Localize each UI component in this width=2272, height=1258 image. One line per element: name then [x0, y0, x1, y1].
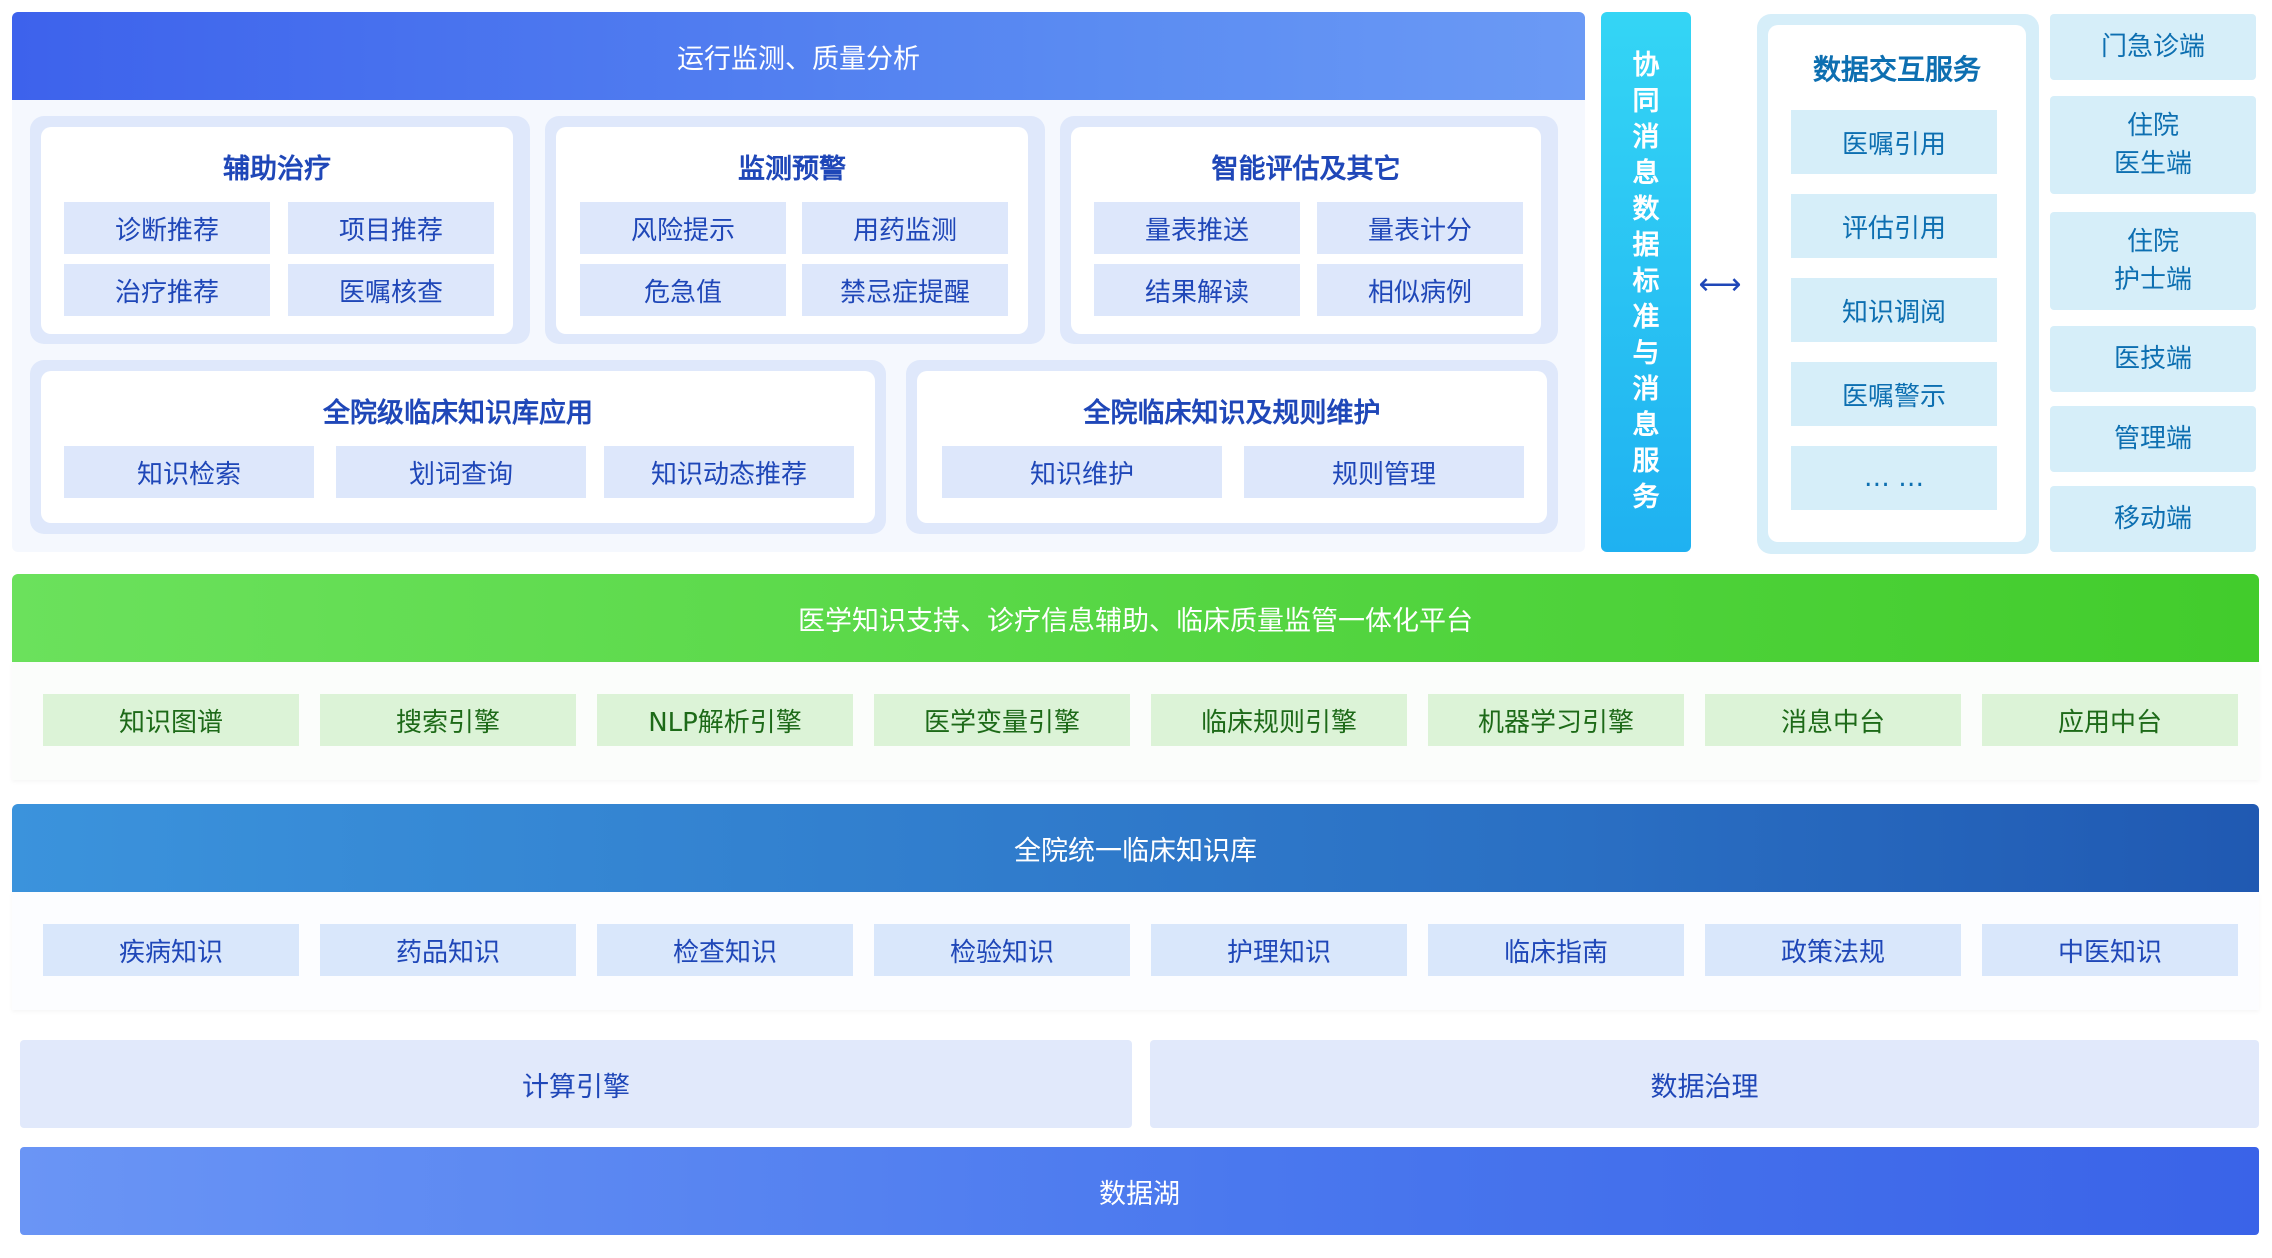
tag-item-recommend[interactable]: 项目推荐	[288, 202, 494, 254]
tag-rule-management[interactable]: 规则管理	[1244, 446, 1524, 498]
tag-medication-monitor[interactable]: 用药监测	[802, 202, 1008, 254]
tag-similar-cases[interactable]: 相似病例	[1317, 264, 1523, 316]
collaboration-message-bar: 协 同 消 息 数 据 标 准 与 消 息 服 务	[1601, 12, 1691, 552]
vbar-char: 与	[1632, 338, 1660, 369]
client-label: 护士端	[2113, 265, 2192, 295]
tag-scale-push[interactable]: 量表推送	[1094, 202, 1300, 254]
client-label: 门急诊端	[2100, 32, 2205, 62]
knowledge-base-header: 全院统一临床知识库	[12, 804, 2259, 892]
tag-assessment-reference[interactable]: 评估引用	[1791, 194, 1997, 258]
data-exchange-title: 数据交互服务	[1812, 53, 1981, 86]
tag-exam-knowledge[interactable]: 检查知识	[597, 924, 853, 976]
tag-rule-engine[interactable]: 临床规则引擎	[1151, 694, 1407, 746]
tag-dynamic-recommend[interactable]: 知识动态推荐	[604, 446, 854, 498]
tag-contraindication-alert[interactable]: 禁忌症提醒	[802, 264, 1008, 316]
tag-order-reference[interactable]: 医嘱引用	[1791, 110, 1997, 174]
tag-word-lookup[interactable]: 划词查询	[336, 446, 586, 498]
tag-knowledge-view[interactable]: 知识调阅	[1791, 278, 1997, 342]
tag-variable-engine[interactable]: 医学变量引擎	[874, 694, 1130, 746]
tag-result-interpretation[interactable]: 结果解读	[1094, 264, 1300, 316]
tag-search-engine[interactable]: 搜索引擎	[320, 694, 576, 746]
tag-app-middle[interactable]: 应用中台	[1982, 694, 2238, 746]
vbar-char: 消	[1632, 122, 1660, 153]
vbar-char: 同	[1632, 86, 1660, 117]
group-title: 监测预警	[738, 153, 846, 185]
vbar-char: 息	[1632, 410, 1660, 441]
platform-header: 医学知识支持、诊疗信息辅助、临床质量监管一体化平台	[12, 574, 2259, 662]
group-title: 智能评估及其它	[1211, 153, 1401, 185]
tag-critical-value[interactable]: 危急值	[580, 264, 786, 316]
data-lake[interactable]: 数据湖	[20, 1147, 2259, 1235]
tag-knowledge-maintenance[interactable]: 知识维护	[942, 446, 1222, 498]
double-arrow-icon: ⟷	[1698, 266, 1742, 302]
tag-message-middle[interactable]: 消息中台	[1705, 694, 1961, 746]
client-medical-tech[interactable]: 医技端	[2050, 326, 2256, 392]
tag-drug-knowledge[interactable]: 药品知识	[320, 924, 576, 976]
vbar-char: 据	[1632, 230, 1660, 261]
compute-engine[interactable]: 计算引擎	[20, 1040, 1132, 1128]
tag-nlp-engine[interactable]: NLP解析引擎	[597, 694, 853, 746]
client-inpatient-doctor[interactable]: 住院 医生端	[2050, 96, 2256, 194]
tag-tcm-knowledge[interactable]: 中医知识	[1982, 924, 2238, 976]
vbar-char: 协	[1632, 50, 1660, 81]
tag-lab-knowledge[interactable]: 检验知识	[874, 924, 1130, 976]
client-emergency[interactable]: 门急诊端	[2050, 14, 2256, 80]
client-mobile[interactable]: 移动端	[2050, 486, 2256, 552]
client-label: 医生端	[2113, 149, 2192, 179]
tag-nursing-knowledge[interactable]: 护理知识	[1151, 924, 1407, 976]
vbar-char: 务	[1632, 482, 1660, 513]
tag-order-warning[interactable]: 医嘱警示	[1791, 362, 1997, 426]
monitoring-header: 运行监测、质量分析	[12, 12, 1585, 100]
client-label: 住院	[2126, 227, 2179, 257]
vbar-char: 服	[1632, 446, 1660, 477]
data-governance[interactable]: 数据治理	[1150, 1040, 2259, 1128]
tag-risk-hint[interactable]: 风险提示	[580, 202, 786, 254]
tag-clinical-guideline[interactable]: 临床指南	[1428, 924, 1684, 976]
client-inpatient-nurse[interactable]: 住院 护士端	[2050, 212, 2256, 310]
client-label: 管理端	[2113, 424, 2192, 454]
client-label: 移动端	[2113, 504, 2192, 534]
tag-knowledge-search[interactable]: 知识检索	[64, 446, 314, 498]
vbar-char: 标	[1632, 266, 1660, 297]
client-label: 住院	[2126, 111, 2179, 141]
group-title: 全院临床知识及规则维护	[1083, 397, 1381, 429]
vbar-char: 数	[1632, 194, 1660, 225]
tag-scale-scoring[interactable]: 量表计分	[1317, 202, 1523, 254]
vbar-char: 准	[1632, 302, 1660, 333]
tag-ml-engine[interactable]: 机器学习引擎	[1428, 694, 1684, 746]
tag-disease-knowledge[interactable]: 疾病知识	[43, 924, 299, 976]
tag-treatment-recommend[interactable]: 治疗推荐	[64, 264, 270, 316]
tag-more[interactable]: … …	[1791, 446, 1997, 510]
client-label: 医技端	[2113, 344, 2192, 374]
group-title: 辅助治疗	[223, 153, 331, 185]
tag-order-check[interactable]: 医嘱核查	[288, 264, 494, 316]
tag-diagnosis-recommend[interactable]: 诊断推荐	[64, 202, 270, 254]
tag-policy-regulation[interactable]: 政策法规	[1705, 924, 1961, 976]
client-management[interactable]: 管理端	[2050, 406, 2256, 472]
group-title: 全院级临床知识库应用	[323, 397, 593, 429]
vbar-char: 消	[1632, 374, 1660, 405]
tag-knowledge-graph[interactable]: 知识图谱	[43, 694, 299, 746]
vbar-char: 息	[1632, 158, 1660, 189]
